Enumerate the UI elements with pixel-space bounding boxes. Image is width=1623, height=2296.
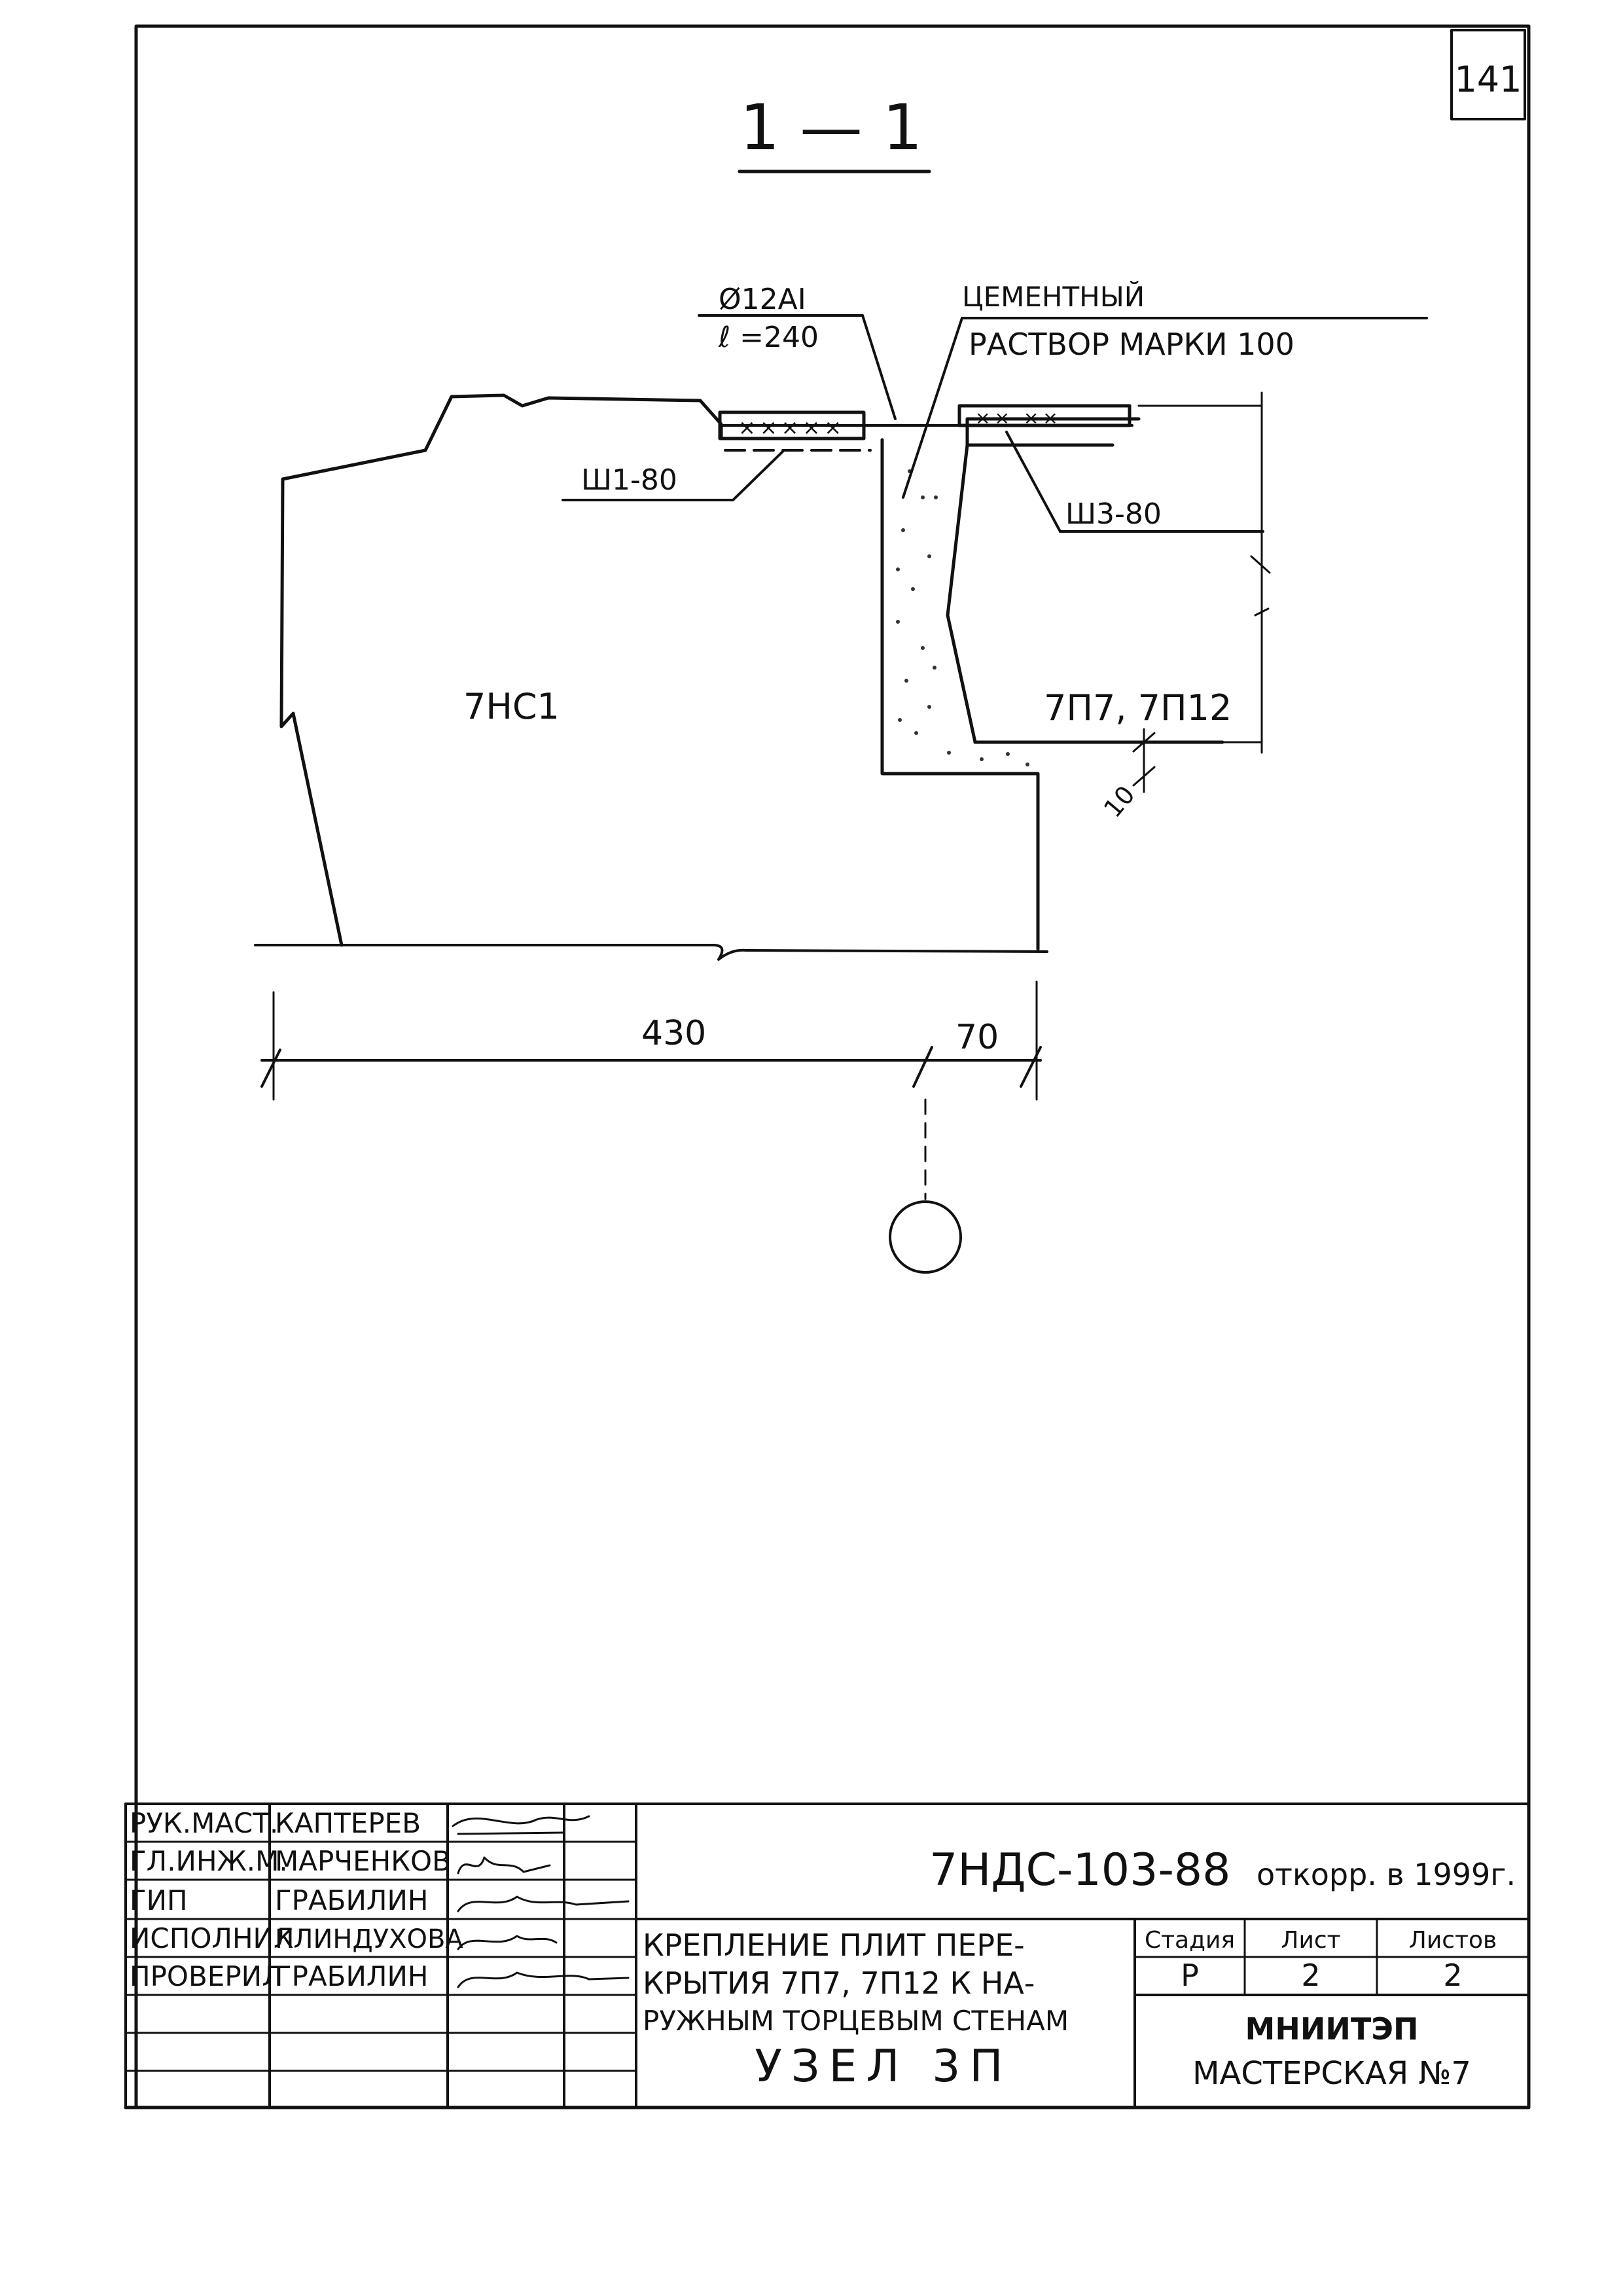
sheets-value: 2 — [1443, 1958, 1462, 1993]
slab-marks: 7П7, 7П12 — [1044, 687, 1232, 728]
mortar-label-line2: РАСТВОР МАРКИ 100 — [969, 327, 1294, 362]
section-title: 1 — 1 — [740, 91, 922, 164]
role-1: РУК.МАСТ. — [130, 1807, 278, 1839]
wall-panel-outline — [279, 393, 723, 947]
dim-ticks — [260, 1046, 1042, 1088]
title-line-4: УЗЕЛ 3П — [755, 2041, 1012, 2092]
mortar-fill-dots — [896, 469, 1029, 766]
sheets-header: Листов — [1409, 1927, 1497, 1954]
gap-dim: 10 — [1098, 780, 1141, 823]
org-unit: МАСТЕРСКАЯ №7 — [1192, 2055, 1471, 2092]
right-anchor-leader — [1005, 431, 1061, 533]
section-break-line — [254, 944, 1048, 961]
gap-dim-ticks — [1132, 732, 1156, 787]
sheet-header: Лист — [1281, 1927, 1340, 1954]
revision-note: откорр. в 1999г. — [1257, 1857, 1516, 1892]
left-anchor-label: Ш1-80 — [581, 463, 677, 497]
page-number-box — [1450, 29, 1526, 120]
slab-end-outline — [946, 443, 1041, 744]
name-2: МАРЧЕНКОВ — [275, 1845, 451, 1877]
mortar-leader — [902, 317, 963, 499]
rebar-length: ℓ =240 — [718, 321, 819, 354]
dim-wall: 430 — [641, 1014, 706, 1053]
sheet-frame — [134, 24, 1531, 2109]
name-4: КЛИНДУХОВА — [275, 1924, 463, 1954]
dim-bearing: 70 — [955, 1018, 999, 1057]
signatures — [452, 1815, 630, 1988]
role-5: ПРОВЕРИЛ — [130, 1960, 283, 1992]
left-anchor-crosses: ××××× — [738, 415, 846, 440]
left-anchor-leader — [732, 449, 785, 501]
role-3: ГИП — [130, 1884, 188, 1916]
mortar-label-line1: ЦЕМЕНТНЫЙ — [962, 280, 1145, 313]
page-number: 141 — [1454, 59, 1522, 100]
document-code: 7НДС-103-88 — [929, 1844, 1230, 1896]
title-line-1: КРЕПЛЕНИЕ ПЛИТ ПЕРЕ- — [643, 1928, 1025, 1963]
rebar-leader — [861, 314, 897, 420]
sheet-value: 2 — [1301, 1958, 1320, 1993]
role-2: ГЛ.ИНЖ.М. — [130, 1845, 288, 1877]
floor-slab-outline — [965, 417, 1224, 744]
title-line-3: РУЖНЫМ ТОРЦЕВЫМ СТЕНАМ — [643, 2005, 1069, 2037]
slab-height-tick — [1250, 555, 1271, 617]
title-line-2: КРЫТИЯ 7П7, 7П12 К НА- — [643, 1965, 1035, 2001]
name-1: КАПТЕРЕВ — [275, 1807, 421, 1839]
right-anchor-label: Ш3-80 — [1065, 497, 1162, 531]
wall-panel-mark: 7НС1 — [463, 686, 560, 727]
name-5: ГРАБИЛИН — [275, 1960, 429, 1992]
title-block — [124, 1803, 1531, 2109]
name-3: ГРАБИЛИН — [275, 1884, 429, 1916]
rebar-label: Ø12AI — [719, 283, 806, 316]
stage-header: Стадия — [1145, 1927, 1235, 1954]
mortar-cavity — [880, 438, 1040, 951]
stage-value: Р — [1181, 1958, 1199, 1993]
role-4: ИСПОЛНИЛ — [130, 1922, 294, 1954]
axis-bubble — [889, 1200, 962, 1274]
org-name: МНИИТЭП — [1245, 2011, 1419, 2047]
